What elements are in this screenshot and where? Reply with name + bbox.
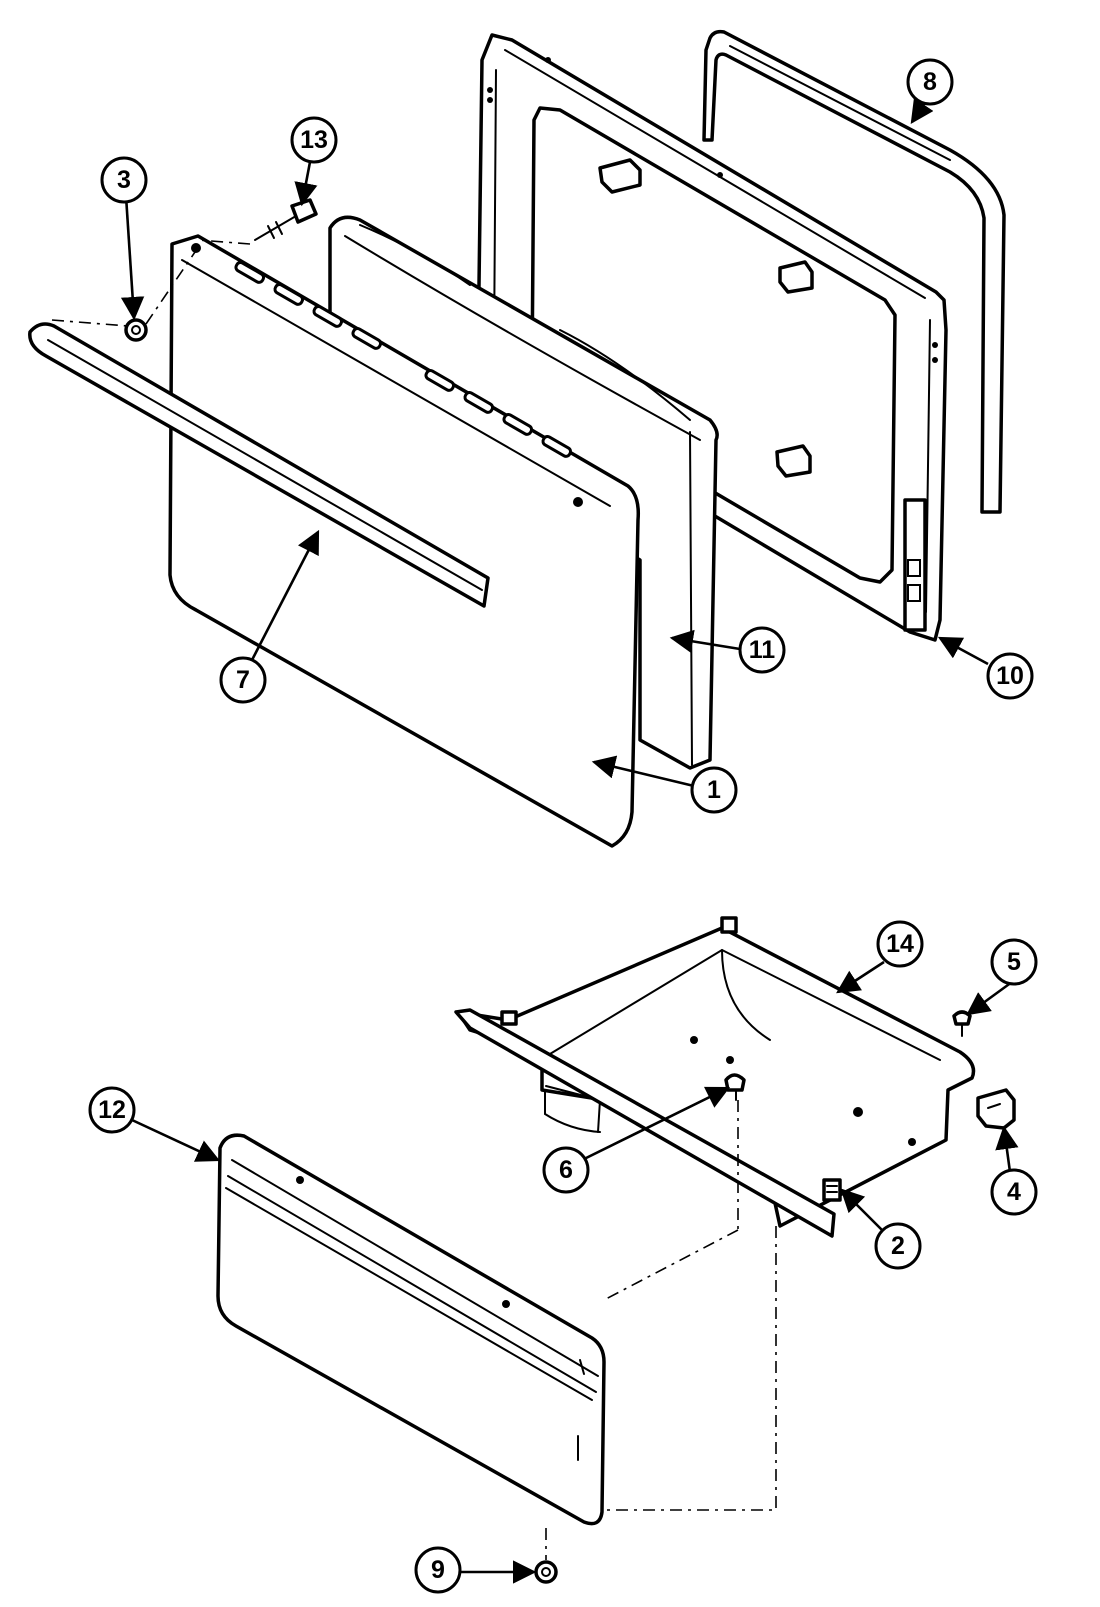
callout-11: 11 (738, 626, 786, 674)
glide-part-9 (534, 1560, 558, 1584)
screw-part-13 (254, 198, 318, 241)
callout-12: 12 (88, 1086, 136, 1134)
callout-6: 6 (542, 1146, 590, 1194)
drawer-body (454, 916, 976, 1238)
callout-14: 14 (876, 920, 924, 968)
callout-label-9: 9 (431, 1556, 445, 1584)
alignment-lines-lower (545, 1100, 777, 1560)
callout-label-3: 3 (117, 166, 131, 194)
callout-label-12: 12 (98, 1096, 126, 1124)
door-handle (28, 322, 490, 608)
callout-8: 8 (906, 58, 954, 106)
callout-label-11: 11 (749, 636, 776, 664)
callout-label-5: 5 (1007, 948, 1021, 976)
callout-label-8: 8 (923, 68, 937, 96)
callout-1: 1 (690, 766, 738, 814)
drawer-stop-part-4 (976, 1088, 1016, 1130)
callout-label-6: 6 (559, 1156, 573, 1184)
callout-5: 5 (990, 938, 1038, 986)
door-gasket (702, 29, 1006, 514)
callout-9: 9 (414, 1546, 462, 1594)
callout-label-14: 14 (886, 930, 914, 958)
door-insulation (328, 215, 719, 770)
callout-2: 2 (874, 1222, 922, 1270)
callout-10: 10 (986, 652, 1034, 700)
callout-4: 4 (990, 1168, 1038, 1216)
inner-door-panel (476, 33, 948, 642)
callout-3: 3 (100, 156, 148, 204)
alignment-lines-upper (51, 239, 251, 327)
callout-label-7: 7 (236, 666, 250, 694)
clip-part-2 (822, 1178, 842, 1202)
screw-part-6 (724, 1073, 746, 1101)
callout-label-2: 2 (891, 1232, 905, 1260)
callout-label-10: 10 (996, 662, 1024, 690)
callout-label-4: 4 (1007, 1178, 1021, 1206)
drawer-front-panel (216, 1133, 606, 1526)
nut-part-3 (124, 318, 148, 342)
callout-label-1: 1 (707, 776, 721, 804)
screw-part-5 (952, 1010, 972, 1037)
callout-13: 13 (290, 116, 338, 164)
callout-7: 7 (219, 656, 267, 704)
leader-lines (120, 97, 1019, 1584)
callout-label-13: 13 (300, 126, 328, 154)
